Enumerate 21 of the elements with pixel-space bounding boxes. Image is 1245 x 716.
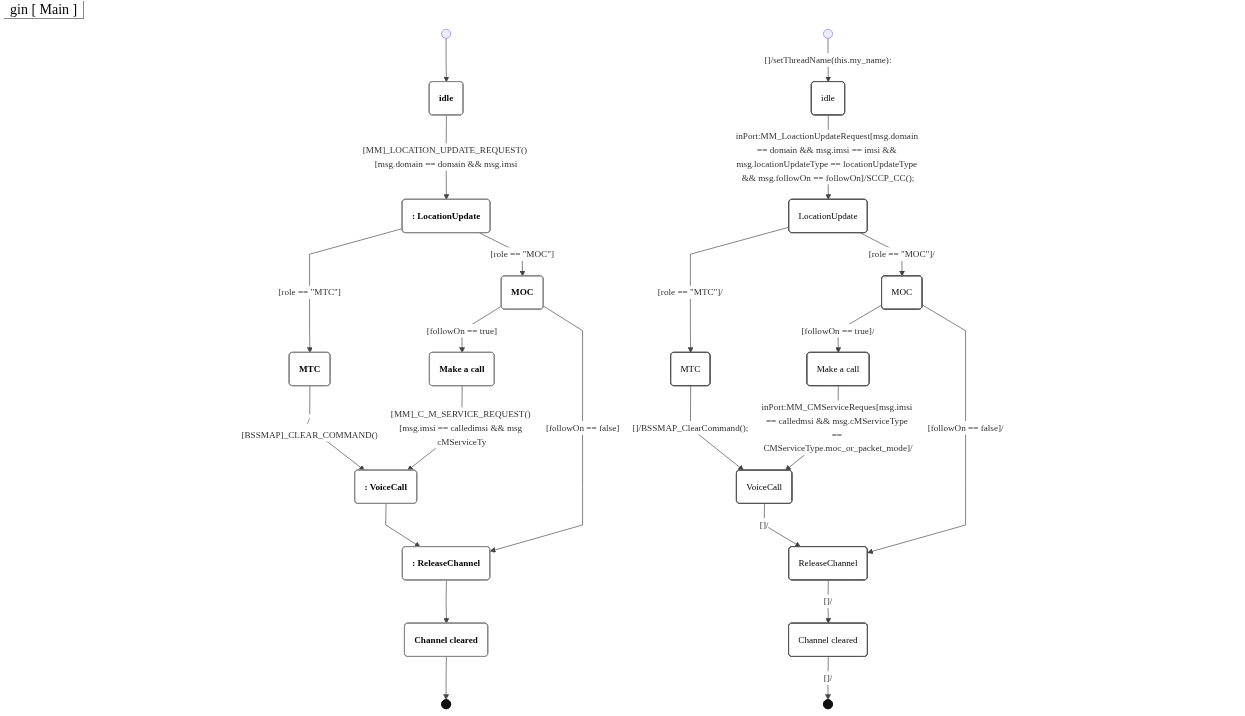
edge-label: [followOn == true]/ (801, 325, 875, 336)
edge-label: [role == "MTC"]/ (657, 287, 723, 298)
edge-label: [MM]_LOCATION_UPDATE_REQUEST() [msg.domain == domain && msg.imsi (362, 145, 528, 169)
edge-label: [role == "MTC"] (278, 287, 341, 298)
edge-label: [followOn == false] (545, 422, 620, 433)
frame-tab-label: gin [ Main ] (4, 1, 85, 19)
node-circle (823, 28, 833, 39)
edge-label: inPort:MM_LoactionUpdateRequest[msg.domain == domain && msg.imsi == imsi && msg.locationUpdateType == locationUpdateType && msg.followOn == followOn]/SCCP_CC(); (735, 131, 919, 183)
node-circle (441, 28, 451, 39)
edge-label: []/ (759, 520, 769, 530)
edge-label: [role == "MOC"] (490, 249, 554, 260)
edge-label: [MM]_C_M_SERVICE_REQUEST() [msg.imsi == calledimsi && msg cMServiceTy (390, 409, 531, 447)
edge-label: [followOn == true] (426, 325, 497, 336)
edge-label: inPort:MM_CMServiceReques[msg.imsi == calledmsi && msg.cMServiceType == CMServiceType.moc_or_packet_mode]/ (761, 402, 913, 454)
edge-label: [role == "MOC"]/ (868, 249, 935, 260)
edge-label: []/BSSMAP_ClearCommand(); (632, 422, 749, 433)
edge-label: []/setThreadName(this.my_name): (764, 55, 892, 65)
edge-label: []/ (823, 673, 833, 683)
edge-label: / [BSSMAP]_CLEAR_COMMAND() (241, 416, 378, 440)
edge-label: [followOn == false]/ (927, 422, 1004, 433)
edge-label: []/ (823, 596, 833, 607)
